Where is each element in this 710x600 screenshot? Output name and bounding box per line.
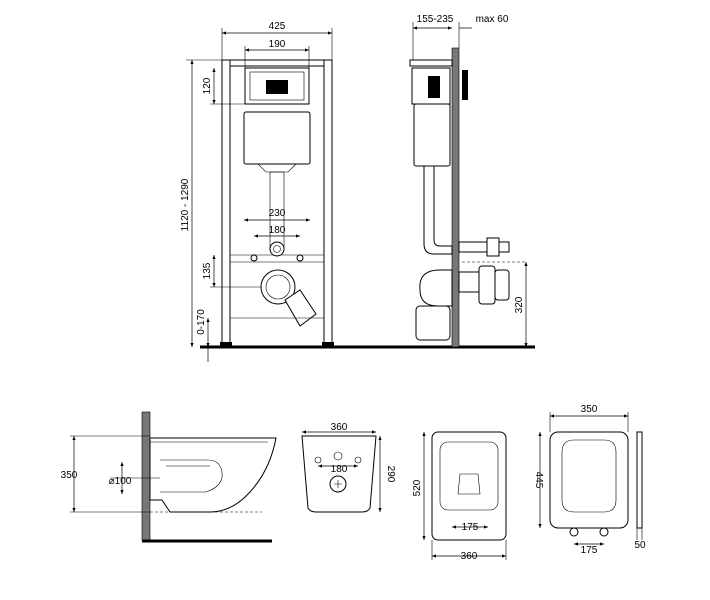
dim-underside-width: 360 bbox=[331, 422, 348, 433]
dim-bowl-length: 520 bbox=[412, 479, 423, 496]
dim-stud-spacing-inner: 180 bbox=[269, 225, 286, 236]
dim-height-total: 1120 - 1290 bbox=[180, 178, 191, 231]
seat-outline bbox=[549, 431, 629, 529]
flush-plate-inner bbox=[249, 71, 305, 101]
bowl-underside-outline bbox=[301, 435, 377, 513]
dim-hinge-spacing: 175 bbox=[581, 545, 598, 556]
right-foot bbox=[322, 342, 334, 347]
dim-seat-thickness: 50 bbox=[634, 540, 646, 551]
bowl-drain-cross bbox=[334, 480, 342, 488]
seat-top-view: 350 445 175 50 bbox=[533, 404, 646, 556]
side-inlet-nut bbox=[486, 237, 500, 257]
water-inlet bbox=[269, 241, 285, 257]
frame-left-post bbox=[221, 59, 231, 348]
dim-underside-depth: 290 bbox=[385, 466, 396, 483]
bowl-top-view: 520 360 175 bbox=[412, 431, 507, 562]
dim-stud-spacing-outer: 230 bbox=[269, 208, 286, 219]
left-foot bbox=[220, 342, 232, 347]
cistern-outlet bbox=[257, 163, 297, 173]
bowl-top-outline bbox=[431, 431, 507, 541]
side-view-installation-frame: 155-235 max 60 320 bbox=[409, 14, 528, 348]
fixing-stud-left bbox=[250, 254, 258, 262]
dim-depth-max: max 60 bbox=[476, 14, 509, 25]
flush-mechanism-icon bbox=[266, 80, 288, 94]
bowl-underside-view: 360 180 290 bbox=[301, 422, 396, 513]
dim-seat-length: 445 bbox=[533, 472, 544, 489]
bowl-fixing-hole-right bbox=[354, 456, 362, 464]
bowl-wall bbox=[141, 411, 151, 541]
dim-hole-spacing: 180 bbox=[331, 464, 348, 475]
side-drain-pipe bbox=[415, 305, 451, 341]
dim-pipe-diameter: ⌀100 bbox=[109, 476, 132, 487]
side-inlet-connector bbox=[458, 241, 488, 253]
bowl-top-opening bbox=[457, 473, 481, 495]
dim-width-plate: 190 bbox=[269, 39, 286, 50]
bowl-fixing-hole-left bbox=[314, 456, 322, 464]
seat-opening bbox=[561, 439, 617, 513]
dim-bowl-height: 350 bbox=[61, 470, 78, 481]
side-outlet-stub bbox=[458, 271, 480, 293]
side-actuator-icon bbox=[428, 76, 440, 98]
bowl-profile bbox=[149, 437, 277, 513]
bowl-side-section: 350 ⌀100 bbox=[61, 411, 277, 543]
drain-elbow bbox=[284, 289, 317, 327]
side-cistern bbox=[413, 103, 451, 167]
seat-hinge-left bbox=[569, 527, 579, 537]
wall-section bbox=[451, 47, 460, 348]
side-outlet-collar bbox=[478, 265, 496, 305]
bowl-top-inner bbox=[439, 441, 499, 511]
side-outlet-end bbox=[494, 269, 510, 301]
dim-bowl-inner-width: 175 bbox=[462, 522, 479, 533]
frame-top-rail bbox=[229, 59, 325, 67]
dim-width-total: 425 bbox=[269, 21, 286, 32]
water-inlet-inner bbox=[273, 245, 281, 253]
cistern bbox=[243, 111, 311, 165]
dim-bowl-width: 360 bbox=[461, 551, 478, 562]
dim-outlet-height: 135 bbox=[202, 262, 213, 279]
front-view-installation-frame: 425 190 1120 - 1290 120 230 180 135 0-17… bbox=[180, 21, 535, 362]
seat-hinge-right bbox=[599, 527, 609, 537]
dim-depth-range: 155-235 bbox=[417, 14, 454, 25]
side-flush-pipe bbox=[423, 165, 453, 255]
dim-leg-adjust: 0-170 bbox=[196, 309, 207, 335]
dim-seat-width: 350 bbox=[581, 404, 598, 415]
side-top-bracket bbox=[409, 59, 453, 67]
seat-side-profile bbox=[636, 431, 643, 529]
side-inlet-cap bbox=[498, 241, 510, 253]
bowl-trap bbox=[160, 459, 223, 493]
dim-side-outlet-height: 320 bbox=[514, 296, 525, 313]
bowl-inlet-hole bbox=[333, 451, 343, 461]
frame-right-post bbox=[323, 59, 333, 348]
side-plate-icon bbox=[462, 70, 468, 100]
dim-height-plate: 120 bbox=[202, 77, 213, 94]
side-drain-bend bbox=[419, 269, 453, 307]
drain-outlet-inner bbox=[265, 274, 291, 300]
fixing-stud-right bbox=[296, 254, 304, 262]
